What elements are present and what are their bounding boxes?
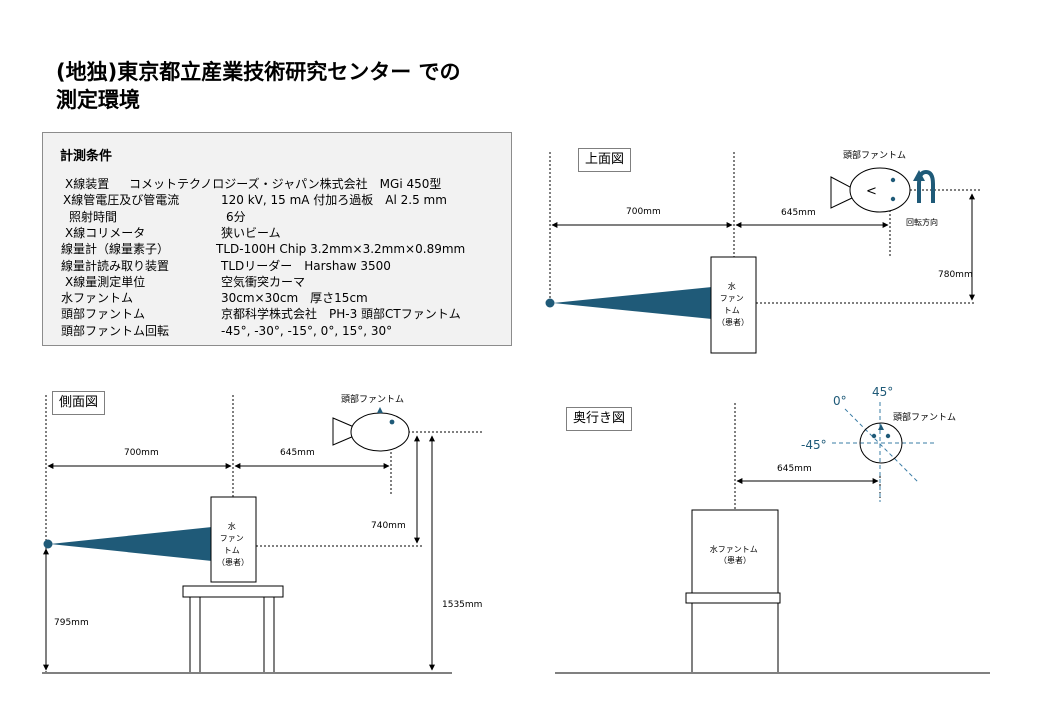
measurement-conditions-box: 計測条件 X線装置 コメットテクノロジーズ・ジャパン株式会社 MGi 450型 X線… (42, 132, 512, 346)
rotation-angle-lines (832, 402, 934, 502)
dim-795-label: 795mm (54, 618, 89, 628)
dim-700-label: 700mm (626, 207, 661, 217)
nose (377, 407, 383, 413)
eye (890, 177, 896, 183)
dim-645-label: 645mm (781, 208, 816, 218)
depth-view-diagram: 645mm 水ファントム （患者） 45° 0° -45° 頭部ファントム (555, 385, 990, 674)
dim-645-label: 645mm (777, 464, 812, 474)
dim-1535-label: 1535mm (442, 600, 482, 610)
condition-value: TLD-100H Chip 3.2mm×3.2mm×0.89mm (216, 242, 466, 257)
eye (885, 433, 891, 439)
condition-value: 京都科学株式会社 PH-3 頭部CTファントム (221, 307, 461, 322)
top-view-diagram: 700mm 645mm 水 ファン トム （患者） 780mm 頭部ファントム … (545, 149, 980, 354)
dim-780-label: 780mm (938, 270, 973, 280)
side-view-diagram: 700mm 645mm 水 ファン トム （患者） 740mm 1535mm 7… (42, 393, 482, 674)
x-ray-source (545, 298, 555, 308)
condition-label: X線管電圧及び管電流 (63, 193, 180, 208)
condition-label: X線量測定単位 (65, 274, 146, 289)
head-phantom-label: 頭部ファントム (893, 411, 956, 423)
x-ray-beam (50, 527, 212, 561)
conditions-heading: 計測条件 (60, 149, 113, 164)
condition-value: 6分 (226, 209, 246, 224)
head-phantom-front (859, 422, 903, 464)
dim-740-label: 740mm (371, 521, 406, 531)
head-phantom-label: 頭部ファントム (843, 149, 906, 161)
head-phantom-label: 頭部ファントム (341, 393, 404, 405)
face-mark: < (866, 184, 877, 199)
water-phantom (710, 256, 757, 354)
head-phantom-top: < (830, 167, 911, 213)
top-view-label: 上面図 (578, 148, 632, 172)
angle-0-label: 0° (833, 394, 847, 408)
water-phantom (691, 509, 779, 603)
nose (878, 424, 884, 430)
angle-45-label: 45° (872, 385, 893, 399)
condition-label: X線コリメータ (65, 225, 146, 240)
condition-value: -45°, -30°, -15°, 0°, 15°, 30° (221, 323, 393, 338)
rotation-direction-label: 回転方向 (906, 217, 938, 227)
condition-label: X線装置 (65, 177, 110, 191)
head (849, 167, 911, 213)
neck (830, 176, 853, 209)
x-ray-source (43, 539, 53, 549)
condition-label: 照射時間 (69, 209, 118, 224)
condition-label: 線量計読み取り装置 (61, 258, 170, 273)
side-view-label: 側面図 (52, 391, 106, 415)
table (685, 592, 781, 672)
angle-minus-45-label: -45° (801, 438, 827, 452)
condition-label: 頭部ファントム (61, 307, 146, 322)
water-phantom-label: 水 ファン トム （患者） (217, 521, 249, 567)
condition-value: 120 kV, 15 mA 付加ろ過板 Al 2.5 mm (221, 193, 447, 208)
eye (871, 433, 877, 439)
water-phantom (210, 496, 257, 583)
condition-value: コメットテクノロジーズ・ジャパン株式会社 MGi 450型 (129, 177, 442, 191)
dim-700-label: 700mm (124, 448, 159, 458)
condition-value: 狭いビーム (221, 225, 281, 240)
eye (890, 196, 896, 202)
x-ray-beam (553, 287, 712, 319)
head-phantom-side (332, 407, 410, 452)
title-line-1: (地独)東京都立産業技術研究センター での (56, 60, 461, 84)
condition-label: 水ファントム (61, 291, 134, 306)
title-line-2: 測定環境 (56, 88, 140, 112)
eye (389, 419, 395, 425)
depth-view-label: 奥行き図 (566, 407, 633, 431)
rotation-arrow-icon (913, 169, 935, 203)
condition-label: 線量計（線量素子） (61, 242, 170, 257)
water-phantom-label: 水 ファン トム （患者） (717, 281, 749, 327)
condition-value: 30cm×30cm 厚さ15cm (221, 291, 368, 306)
condition-value: TLDリーダー Harshaw 3500 (221, 258, 391, 273)
condition-label: 頭部ファントム回転 (61, 323, 170, 338)
table (182, 585, 284, 672)
dim-645-label: 645mm (280, 448, 315, 458)
water-phantom-label: 水ファントム （患者） (710, 544, 761, 565)
page-title: (地独)東京都立産業技術研究センター での 測定環境 (56, 58, 461, 114)
condition-value: 空気衝突カーマ (221, 274, 306, 289)
head (350, 412, 410, 452)
